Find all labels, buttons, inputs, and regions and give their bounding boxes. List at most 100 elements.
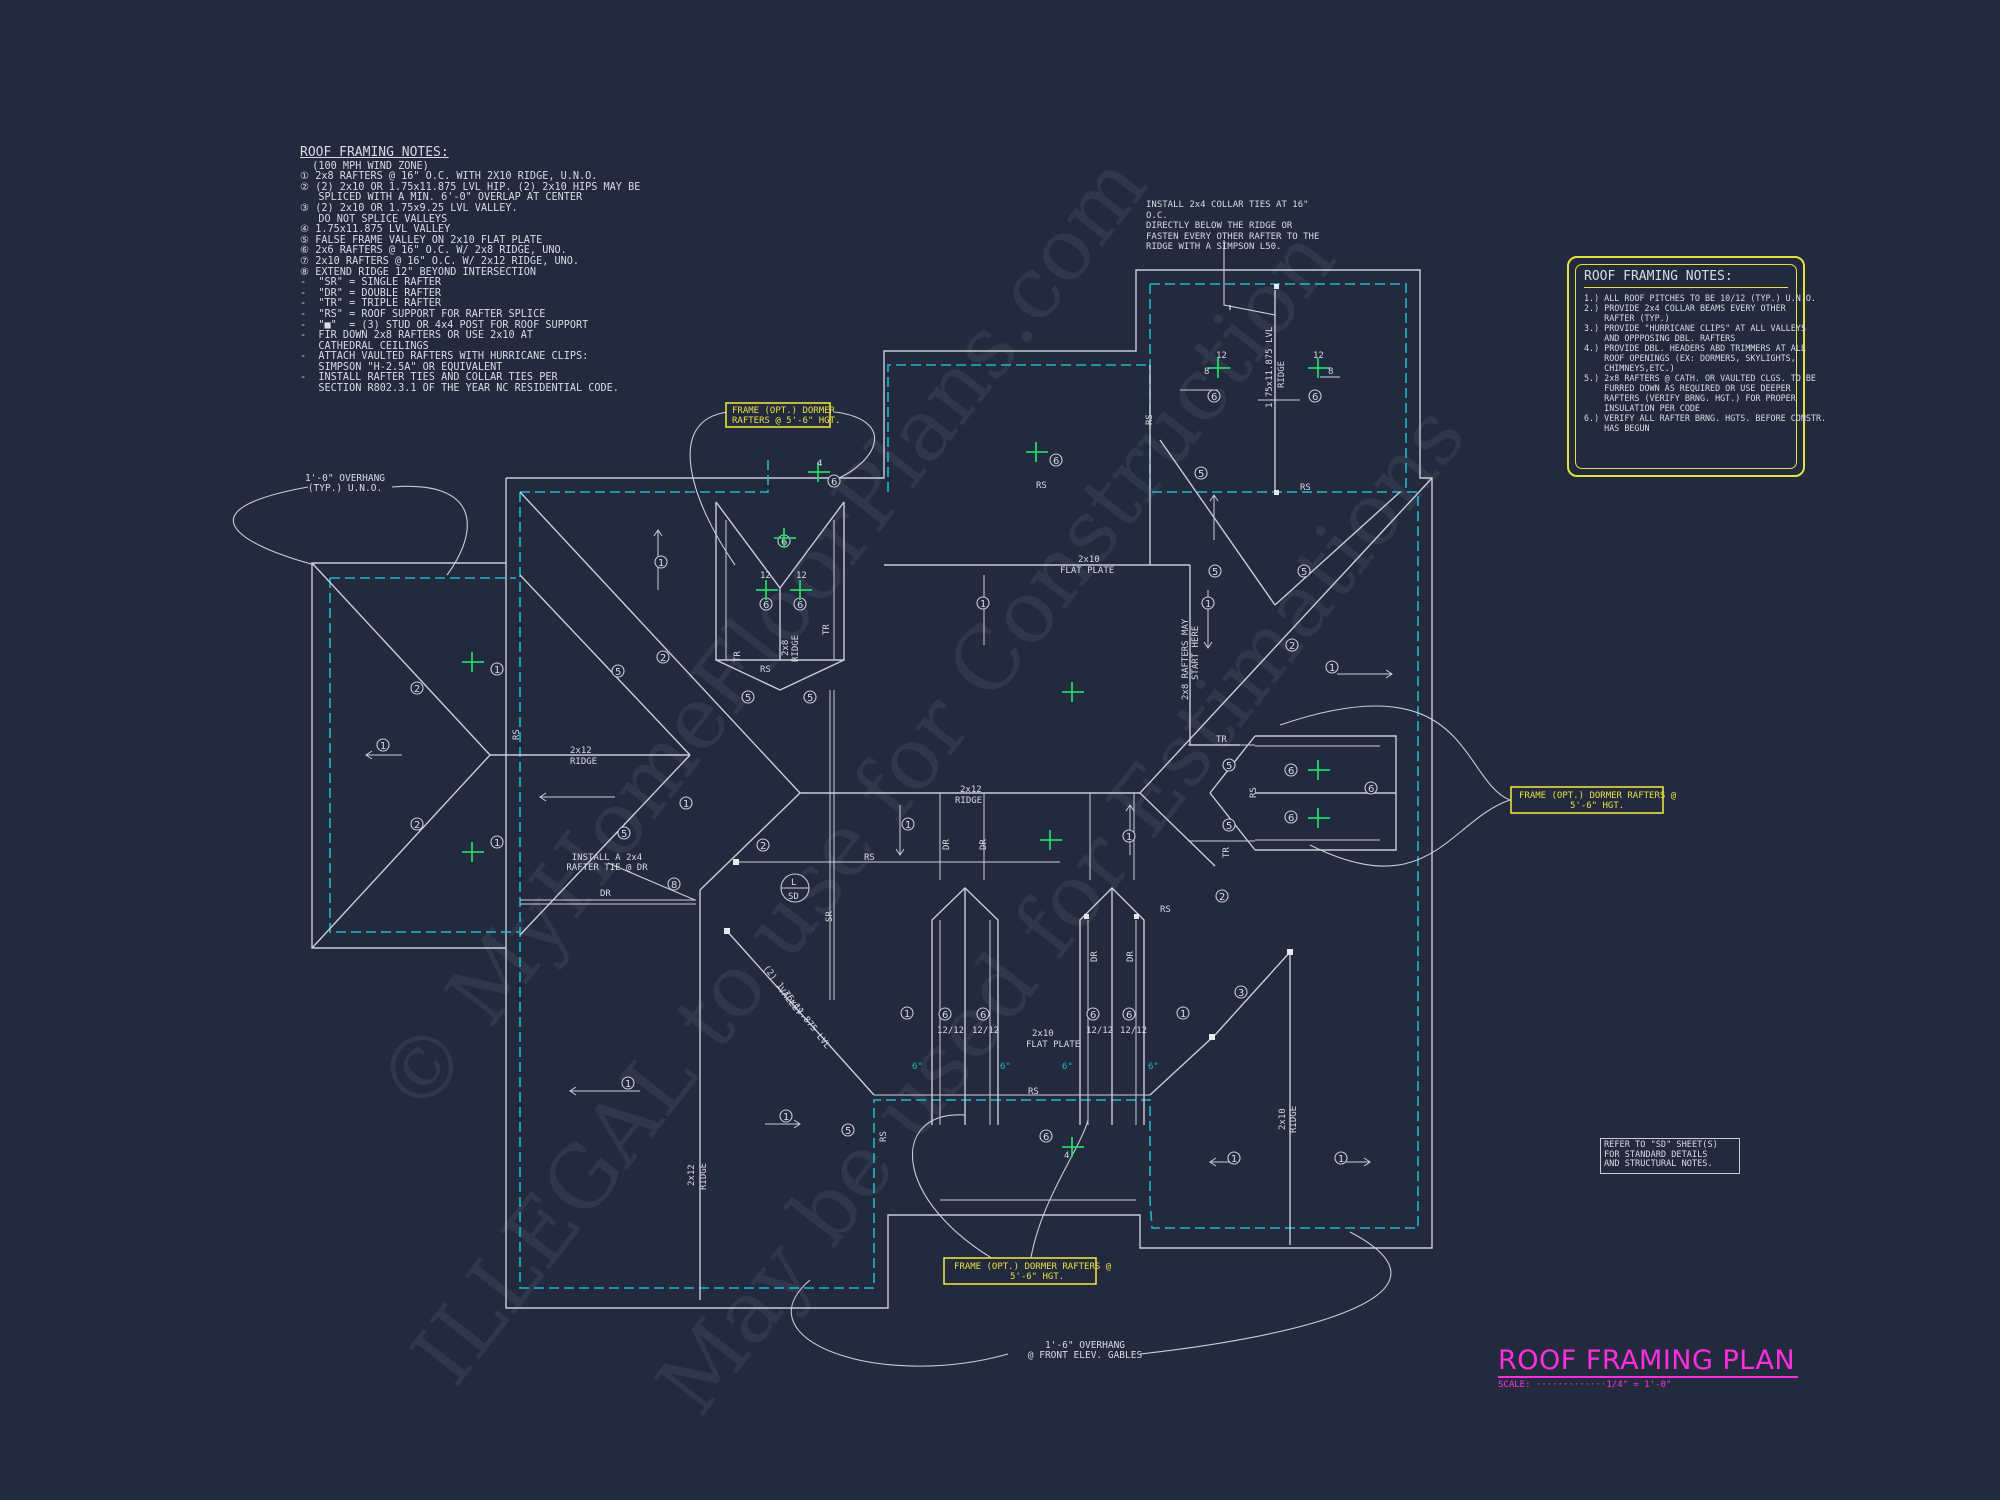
- rafter-tie-line: RAFTER TIE @ DR: [566, 863, 648, 873]
- tag-6: 6: [1122, 1007, 1136, 1021]
- support-post: [1274, 284, 1279, 289]
- tag-1: 1: [901, 817, 915, 831]
- drawing-scale: SCALE: ·············1/4" = 1'-0": [1498, 1380, 1672, 1390]
- notes-heading: ROOF FRAMING NOTES:: [300, 145, 449, 160]
- svg-text:1: 1: [683, 799, 689, 810]
- tag-2: 2: [656, 650, 670, 664]
- overhang-dim: 6": [1062, 1062, 1073, 1072]
- dr-label: DR: [1090, 951, 1100, 962]
- pitch-marker: [756, 580, 778, 600]
- svg-text:1: 1: [494, 838, 500, 849]
- svg-text:3: 3: [1238, 988, 1244, 999]
- rs-label: RS: [1160, 905, 1171, 915]
- pitch-marker: [462, 842, 484, 862]
- ridge-label: RIDGE: [791, 635, 801, 662]
- notes-heading: ROOF FRAMING NOTES:: [1584, 269, 1788, 288]
- note-item: 6.) VERIFY ALL RAFTER BRNG. HGTS. BEFORE…: [1584, 413, 1827, 423]
- note-item: INSULATION PER CODE: [1584, 403, 1700, 413]
- tr-label: TR: [822, 624, 832, 635]
- svg-text:1: 1: [980, 599, 986, 610]
- ridge-label: RIDGE: [699, 1163, 709, 1190]
- note-item: DO NOT SPLICE VALLEYS: [300, 213, 448, 225]
- svg-text:6: 6: [797, 600, 803, 611]
- collar-note-line: RIDGE WITH A SIMPSON L50.: [1146, 242, 1282, 252]
- support-post: [1209, 1034, 1215, 1040]
- sd-reference-note: REFER TO "SD" SHEET(S) FOR STANDARD DETA…: [1600, 1138, 1740, 1174]
- tag-2: 2: [410, 681, 424, 695]
- rs-label: RS: [1249, 787, 1259, 798]
- svg-text:6: 6: [942, 1010, 948, 1021]
- note-item: ⑤ FALSE FRAME VALLEY ON 2x10 FLAT PLATE: [300, 234, 543, 246]
- svg-text:5: 5: [745, 693, 751, 704]
- sd-note-line: REFER TO "SD" SHEET(S): [1604, 1140, 1718, 1150]
- note-item: ④ 1.75x11.875 LVL VALLEY: [300, 224, 451, 236]
- tag-1: 1: [1201, 596, 1215, 610]
- tag-1: 1: [1227, 1151, 1241, 1165]
- pitch-1212: 12/12: [972, 1026, 999, 1036]
- pitch-markers: [462, 358, 1330, 1157]
- ridge-size-label: 2x12: [570, 746, 592, 756]
- tag-3: 3: [1234, 985, 1248, 999]
- svg-text:5: 5: [621, 829, 627, 840]
- note-item: 2.) PROVIDE 2x4 COLLAR BEAMS EVERY OTHER: [1584, 303, 1786, 313]
- svg-text:6: 6: [763, 600, 769, 611]
- support-post: [724, 928, 730, 934]
- rs-label: RS: [1145, 414, 1155, 425]
- pitch-marker: [1308, 808, 1330, 828]
- svg-text:5: 5: [845, 1126, 851, 1137]
- tag-8: 8: [667, 877, 681, 891]
- drawing-title-block: ROOF FRAMING PLAN SCALE: ·············1/…: [1498, 1346, 1798, 1390]
- tag-5: 5: [617, 826, 631, 840]
- svg-text:FRAME (OPT.) DORMER RAFTERS @: FRAME (OPT.) DORMER RAFTERS @: [954, 1262, 1112, 1272]
- svg-text:6: 6: [1090, 1010, 1096, 1021]
- tag-5: 5: [1222, 818, 1236, 832]
- tag-6: 6: [1039, 1129, 1053, 1143]
- note-item: - "DR" = DOUBLE RAFTER: [300, 287, 442, 299]
- pitch-8: 8: [1204, 367, 1209, 377]
- note-item: - "■" = (3) STUD OR 4x4 POST FOR ROOF SU…: [300, 319, 589, 331]
- svg-text:5: 5: [807, 693, 813, 704]
- pitch-1212: 12/12: [937, 1026, 964, 1036]
- svg-text:1: 1: [904, 1009, 910, 1020]
- svg-text:5: 5: [1212, 567, 1218, 578]
- tag-1: 1: [490, 662, 504, 676]
- svg-text:6: 6: [980, 1010, 986, 1021]
- support-post: [1084, 914, 1089, 919]
- svg-text:1: 1: [1338, 1154, 1344, 1165]
- svg-text:2: 2: [660, 653, 666, 664]
- pitch-4: 4: [817, 459, 822, 469]
- rs-label: RS: [512, 729, 522, 740]
- pitch-4: 4: [1064, 1151, 1069, 1161]
- overhang-note-line: @ FRONT ELEV. GABLES: [1027, 1350, 1143, 1361]
- svg-text:1: 1: [1205, 599, 1211, 610]
- pitch-1212: 12/12: [1086, 1026, 1113, 1036]
- pitch-marker: [1308, 760, 1330, 780]
- svg-text:1: 1: [905, 820, 911, 831]
- note-item: RAFTER (TYP.): [1584, 313, 1670, 323]
- svg-text:2: 2: [414, 684, 420, 695]
- ridge-size-label: 2x12: [960, 785, 982, 795]
- tag-1: 1: [900, 1006, 914, 1020]
- svg-text:6: 6: [1053, 456, 1059, 467]
- ridge-size-label: 2x8: [781, 640, 791, 656]
- drawing-title: ROOF FRAMING PLAN: [1498, 1346, 1798, 1378]
- svg-text:1: 1: [783, 1112, 789, 1123]
- svg-text:5: 5: [615, 667, 621, 678]
- svg-text:6: 6: [1312, 392, 1318, 403]
- note-item: ⑧ EXTEND RIDGE 12" BEYOND INTERSECTION: [300, 266, 537, 278]
- tag-2: 2: [756, 838, 770, 852]
- svg-text:2: 2: [414, 820, 420, 831]
- note-item: - "RS" = ROOF SUPPORT FOR RAFTER SPLICE: [300, 308, 546, 320]
- note-item: ROOF OPENINGS (EX: DORMERS, SKYLIGHTS,: [1584, 353, 1796, 363]
- overhang-dim: 6": [1000, 1062, 1011, 1072]
- svg-text:1: 1: [494, 665, 500, 676]
- pitch-marker: [1026, 442, 1048, 462]
- overhang-note-line: 1'-0" OVERHANG: [304, 473, 386, 484]
- pitch-12: 12: [796, 571, 807, 581]
- note-item: SIMPSON "H-2.5A" OR EQUIVALENT: [300, 361, 503, 373]
- dormer-callout-top: FRAME (OPT.) DORMER RAFTERS @ 5'-6" HGT.: [725, 402, 840, 428]
- tag-6: 6: [1284, 763, 1298, 777]
- pitch-12: 12: [1216, 351, 1227, 361]
- svg-text:6: 6: [1288, 813, 1294, 824]
